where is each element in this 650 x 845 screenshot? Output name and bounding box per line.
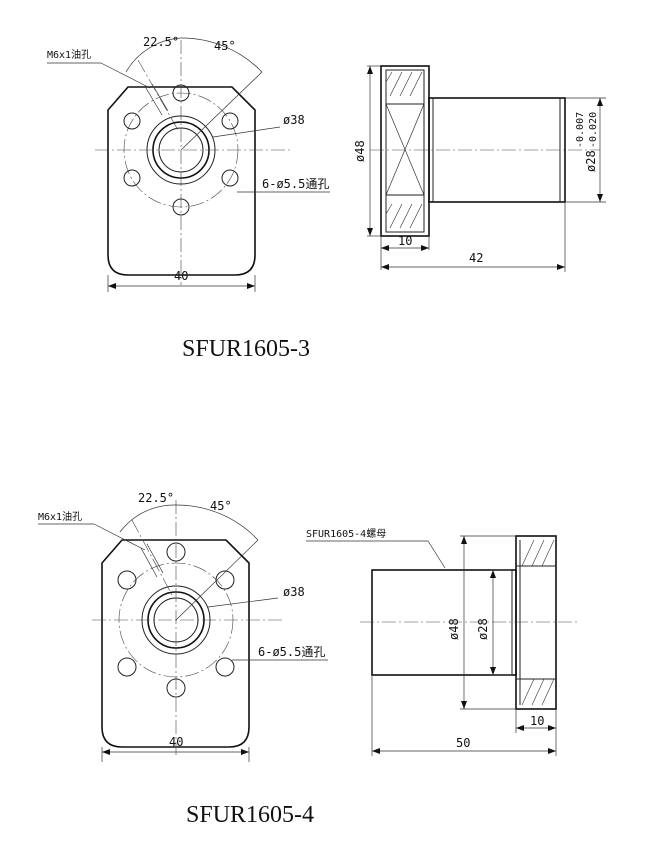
side-view-1: [367, 65, 606, 272]
tolerance-lower-label: -0.020: [588, 112, 599, 148]
model-title-1: SFUR1605-3: [182, 336, 310, 362]
angle-small-label-2: 22.5°: [138, 491, 174, 505]
length-label-2: 50: [456, 736, 470, 750]
flange-dia-label: ø48: [353, 140, 367, 162]
oil-hole-label-2: M6x1油孔: [38, 510, 82, 523]
pcd-label-2: ø38: [283, 585, 305, 599]
body-dia-label-2: ø28: [476, 618, 490, 640]
angle-large-label-2: 45°: [210, 499, 232, 513]
length-label: 42: [469, 251, 483, 265]
flange-dia-label-2: ø48: [447, 618, 461, 640]
model-title-2: SFUR1605-4: [186, 802, 314, 828]
flange-thickness-label: 10: [398, 234, 412, 248]
nut-label: SFUR1605-4螺母: [306, 528, 386, 540]
pcd-label: ø38: [283, 113, 305, 127]
angle-small-label: 22.5°: [143, 35, 179, 49]
front-view-2: [38, 500, 328, 762]
width-label: 40: [174, 269, 188, 283]
angle-large-label: 45°: [214, 39, 236, 53]
flange-thickness-label-2: 10: [530, 714, 544, 728]
front-view-1: [47, 37, 330, 292]
holes-label-2: 6-ø5.5通孔: [258, 645, 325, 659]
holes-label: 6-ø5.5通孔: [262, 177, 329, 191]
side-view-2: [306, 535, 580, 756]
body-dia-label: ø28: [584, 150, 598, 172]
tolerance-upper-label: -0.007: [575, 112, 586, 148]
width-label-2: 40: [169, 735, 183, 749]
oil-hole-label: M6x1油孔: [47, 48, 91, 61]
